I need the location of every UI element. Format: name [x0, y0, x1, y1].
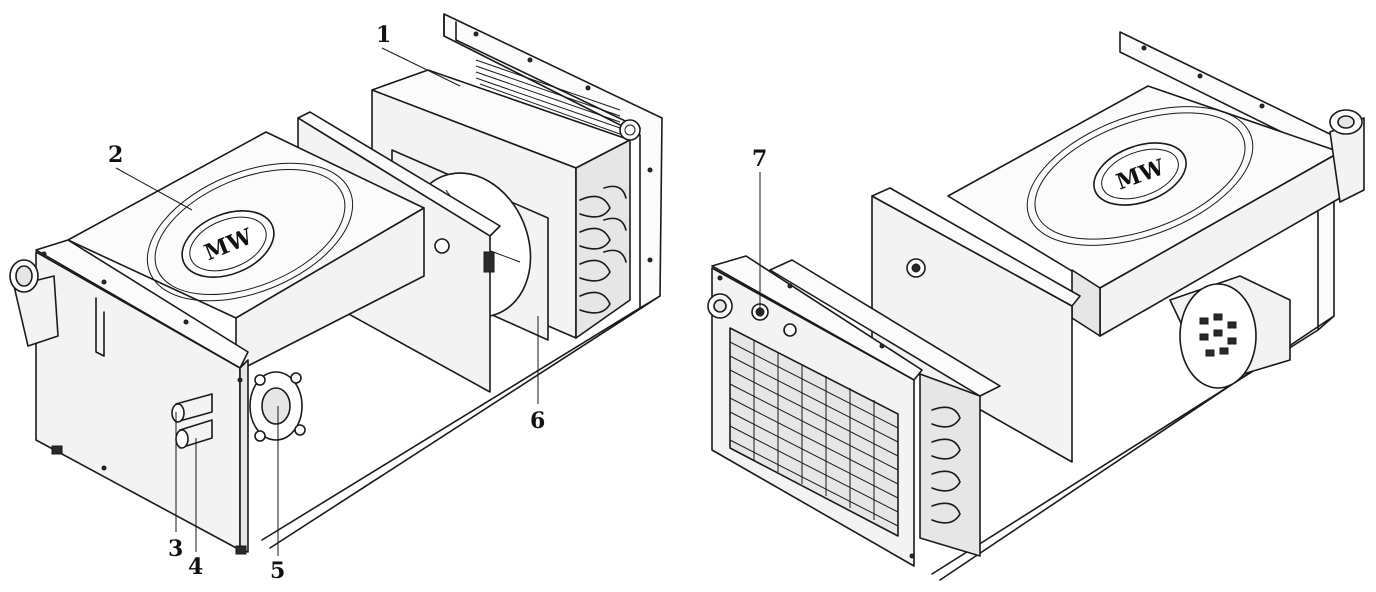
leader-lines-left — [115, 47, 539, 556]
divider-panel-right — [871, 187, 1081, 463]
cable-gland — [707, 293, 769, 321]
pump-motor — [1169, 275, 1291, 389]
rear-frame — [261, 13, 663, 549]
callout-4: 4 — [188, 554, 203, 580]
condenser-coil-right — [769, 259, 1001, 557]
callout-1: 1 — [376, 22, 391, 48]
callout-7: 7 — [752, 146, 767, 172]
inlet-outlet-couplers — [171, 393, 213, 449]
callout-5: 5 — [270, 558, 285, 584]
pump-tank-housing: MW — [67, 131, 425, 373]
left-unit-view: MW — [9, 13, 663, 556]
front-panel — [35, 239, 249, 555]
callout-2: 2 — [108, 142, 123, 168]
filler-cap-right — [1329, 109, 1365, 203]
callout-labels: 1 2 3 4 5 6 7 — [108, 22, 767, 584]
callout-6: 6 — [530, 408, 545, 434]
air-intake-grille — [729, 327, 899, 537]
coil-tubes — [579, 185, 627, 314]
right-unit-view: MW — [707, 31, 1365, 581]
condenser-louvers — [475, 59, 621, 135]
callout-3: 3 — [168, 536, 183, 562]
filler-cap — [9, 259, 59, 347]
pump-tank-housing-right: MW — [947, 85, 1341, 337]
front-panel-right — [711, 255, 923, 567]
pump-head — [249, 371, 306, 442]
